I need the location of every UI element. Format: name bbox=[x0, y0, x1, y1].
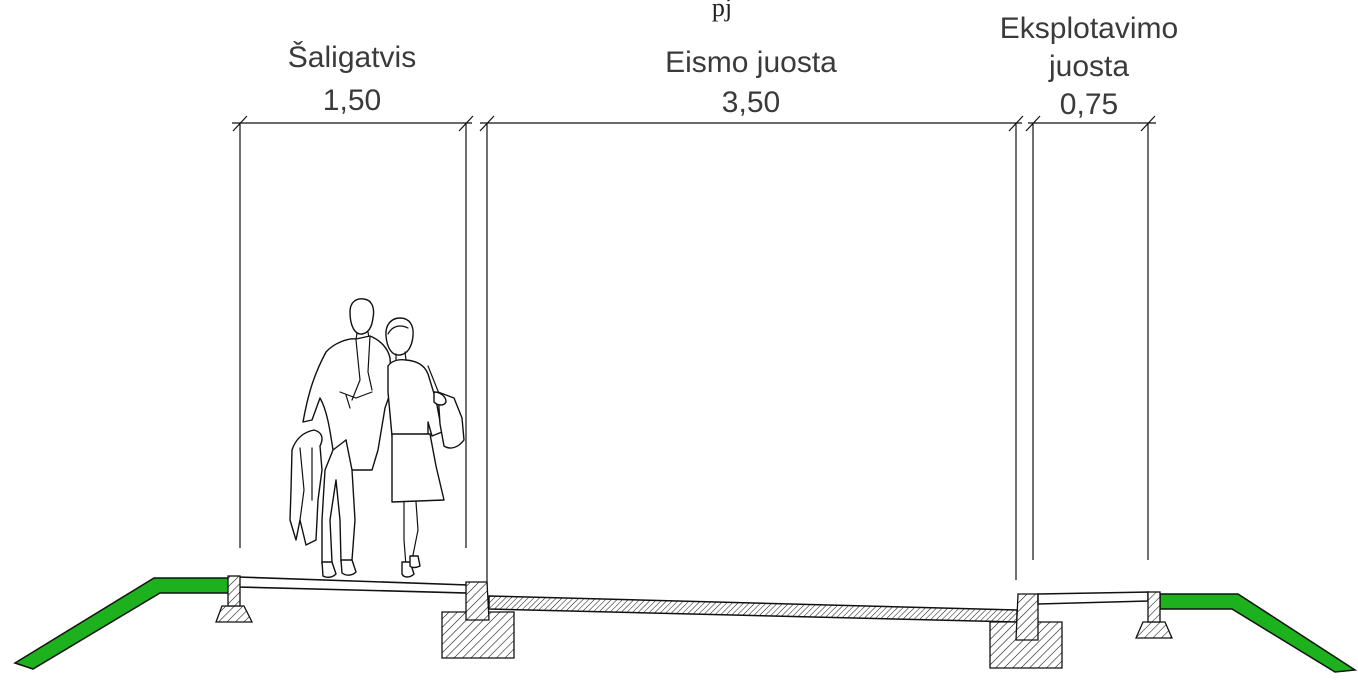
dimension-traffic-lane: Eismo juosta 3,50 bbox=[665, 46, 837, 119]
dimension-value-traffic-lane: 3,50 bbox=[722, 86, 780, 119]
curb-center-left bbox=[441, 581, 515, 659]
dimension-sidewalk: Šaligatvis 1,50 bbox=[288, 40, 416, 117]
dimension-label-sidewalk: Šaligatvis bbox=[288, 40, 416, 74]
curb-center-right bbox=[989, 593, 1063, 669]
grass-slope-right bbox=[1159, 593, 1358, 673]
dimension-label-traffic-lane: Eismo juosta bbox=[665, 46, 837, 79]
grass-slope-left bbox=[13, 577, 231, 670]
dimension-value-maintenance-strip: 0,75 bbox=[1060, 88, 1118, 121]
dimension-lines bbox=[232, 115, 1156, 590]
dimension-label-maintenance-strip-line2: juosta bbox=[1048, 50, 1129, 83]
pedestrian-man bbox=[289, 298, 393, 579]
dimension-label-maintenance-strip: Eksplotavimo bbox=[1000, 12, 1178, 45]
pedestrian-woman bbox=[385, 317, 465, 578]
sidewalk-slab bbox=[237, 576, 469, 594]
maintenance-strip-slab bbox=[1037, 591, 1149, 605]
curb-right bbox=[1135, 591, 1173, 639]
dimension-maintenance-strip: Eksplotavimo juosta 0,75 bbox=[1000, 12, 1178, 121]
dimension-value-sidewalk: 1,50 bbox=[323, 84, 381, 117]
carriageway-pavement bbox=[488, 595, 1018, 623]
pedestrians-figure bbox=[289, 298, 465, 579]
header-fragment: pj bbox=[712, 0, 732, 22]
curb-left bbox=[215, 575, 254, 623]
